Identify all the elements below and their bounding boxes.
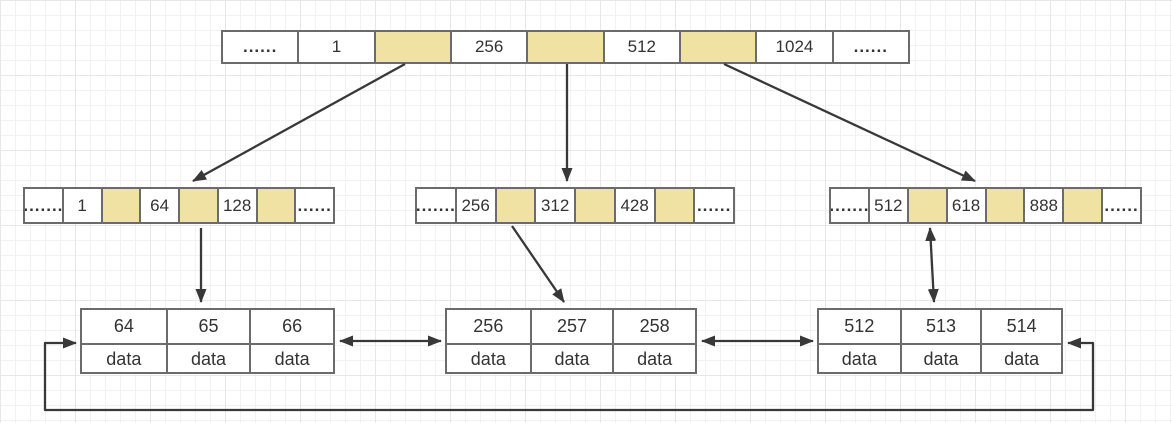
pointer-cell	[526, 32, 603, 62]
ellipsis-cell: ......	[242, 37, 278, 56]
pointer-cell	[984, 189, 1024, 222]
arrow-internal-right-leaf-bidirectional	[925, 227, 939, 303]
leaf-node-right: 512 513 514 data data data	[817, 308, 1063, 374]
internal-node-middle: ....... 256 312 428 ......	[415, 187, 735, 224]
key-cell: 256	[454, 189, 495, 222]
leaf-key-cell: 514	[980, 310, 1061, 343]
leaf-key-cell: 65	[165, 310, 250, 343]
leaf-data-cell: data	[249, 343, 333, 374]
key-cell: 1	[297, 32, 373, 62]
leaf-data-cell: data	[899, 343, 981, 374]
leaf-node-left: 64 65 66 data data data	[80, 308, 335, 374]
leaf-data-cell: data	[529, 343, 613, 374]
leaf-data-cell: data	[447, 343, 530, 374]
ellipsis-cell: ......	[693, 189, 733, 222]
leaf-key-cell: 66	[249, 310, 333, 343]
leaf-data-cell: data	[165, 343, 250, 374]
leaf-data-cell: data	[612, 343, 695, 374]
pointer-cell	[653, 189, 694, 222]
pointer-cell	[178, 189, 217, 222]
key-cell: 428	[613, 189, 654, 222]
key-cell: 256	[449, 32, 526, 62]
ellipsis-cell: .......	[831, 195, 868, 215]
pointer-cell	[373, 32, 450, 62]
pointer-cell	[255, 189, 295, 222]
ellipsis-cell: .......	[25, 195, 62, 215]
ellipsis-cell: ......	[831, 32, 908, 62]
key-cell: 1024	[755, 32, 831, 62]
leaf-data-cell: data	[980, 343, 1061, 374]
leaf-data-cell: data	[82, 343, 166, 374]
ellipsis-cell: .......	[417, 195, 455, 215]
leaf-key-cell: 513	[899, 310, 981, 343]
key-cell: 888	[1023, 189, 1062, 222]
leaf-key-cell: 64	[113, 316, 134, 336]
pointer-cell	[494, 189, 535, 222]
pointer-cell	[678, 32, 756, 62]
ellipsis-cell: ......	[294, 189, 333, 222]
arrow-internal-middle-to-leaf	[511, 225, 565, 303]
pointer-cell	[1062, 189, 1102, 222]
pointer-cell	[906, 189, 946, 222]
key-cell: 128	[216, 189, 256, 222]
pointer-cell	[100, 189, 140, 222]
leaf-key-cell: 257	[529, 310, 613, 343]
key-cell: 618	[945, 189, 985, 222]
key-cell: 512	[602, 32, 679, 62]
leaf-key-cell: 256	[473, 316, 504, 336]
key-cell: 312	[534, 189, 574, 222]
btree-root-node: ...... 1 256 512 1024 ......	[221, 30, 910, 64]
key-cell: 64	[139, 189, 178, 222]
leaf-data-cell: data	[819, 343, 900, 374]
pointer-cell	[574, 189, 614, 222]
arrow-root-to-internal-left	[192, 62, 406, 183]
leaf-key-cell: 258	[612, 310, 695, 343]
ellipsis-cell: ......	[1101, 189, 1140, 222]
internal-node-right: ....... 512 618 888 ......	[829, 187, 1142, 224]
internal-node-left: ....... 1 64 128 ......	[23, 187, 335, 224]
leaf-node-middle: 256 257 258 data data data	[445, 308, 697, 374]
key-cell: 1	[61, 189, 101, 222]
key-cell: 512	[867, 189, 907, 222]
leaf-key-cell: 512	[844, 316, 875, 336]
arrow-root-to-internal-right	[723, 62, 976, 183]
